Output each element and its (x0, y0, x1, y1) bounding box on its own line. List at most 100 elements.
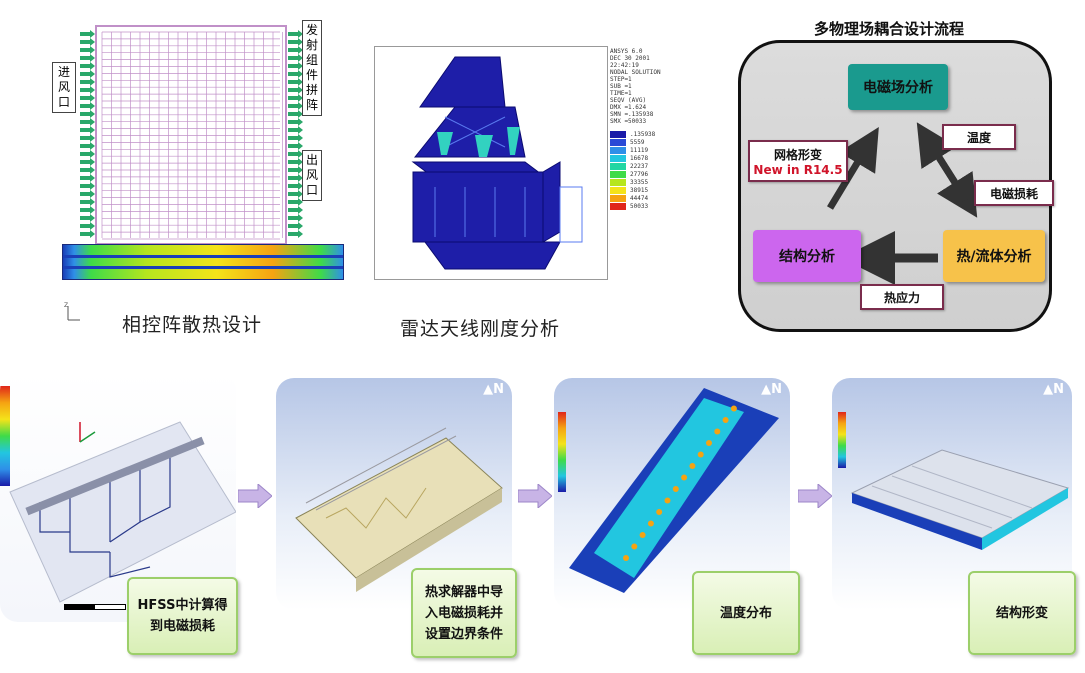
step2-line: 入电磁损耗并 (424, 605, 503, 621)
temperature-tag-label: 温度 (966, 130, 991, 145)
step4-line: 结构形变 (995, 605, 1048, 621)
ansys-legend-row: 22237 (610, 162, 670, 170)
em-analysis-node: 电磁场分析 (848, 64, 948, 110)
legend-value: 33355 (630, 178, 649, 186)
legend-swatch (610, 186, 626, 194)
legend-value: 27796 (630, 170, 649, 178)
ansys-legend-row: 50033 (610, 202, 670, 210)
thermal-contour-strip (62, 244, 344, 280)
thermal-fluid-analysis-node: 热/流体分析 (943, 230, 1045, 282)
legend-value: .135938 (630, 130, 656, 138)
axis-triad-icon: Z (64, 302, 84, 326)
radar-stiffness-caption: 雷达天线刚度分析 (400, 318, 561, 340)
deformation-legend (838, 412, 846, 468)
hfss-model-drawing (9, 421, 236, 603)
ansys-stiffness-figure (374, 46, 608, 280)
legend-swatch (610, 170, 626, 178)
array-char: 阵 (305, 98, 318, 112)
ansys-header-line: DMX =1.624 (610, 104, 647, 111)
mesh-deformation-tag: 网格形变 New in R14.5 (748, 140, 848, 182)
array-label: 发 射 组 件 拼 阵 (302, 20, 322, 116)
antenna-structure-drawing (411, 56, 583, 270)
inlet-label: 进 风 口 (52, 62, 76, 113)
ansys-legend-row: 27796 (610, 170, 670, 178)
legend-value: 50033 (630, 202, 649, 210)
outlet-char: 口 (305, 183, 318, 197)
legend-swatch (610, 138, 626, 146)
legend-swatch (610, 154, 626, 162)
ansys-header-line: SEQV (AVG) (610, 97, 647, 104)
deformation-model-drawing (850, 449, 1070, 550)
array-char: 拼 (305, 83, 318, 97)
inlet-char: 口 (57, 95, 70, 109)
legend-swatch (610, 202, 626, 210)
ansys-logo: ▲N (483, 382, 504, 397)
new-release-label: New in R14.5 (753, 162, 843, 177)
array-char: 射 (305, 38, 318, 52)
inlet-char: 进 (57, 65, 70, 79)
process-arrow-icon (798, 484, 832, 508)
legend-value: 16678 (630, 154, 649, 162)
svg-text:Z: Z (64, 302, 68, 309)
temperature-tag: 温度 (942, 124, 1016, 150)
ansys-legend-row: 44474 (610, 194, 670, 202)
legend-value: 22237 (630, 162, 649, 170)
step2-line: 设置边界条件 (424, 626, 503, 642)
step3-line: 温度分布 (719, 605, 772, 621)
ansys-header-line: STEP=1 (610, 76, 632, 83)
step1-label-box: HFSS中计算得 到电磁损耗 (127, 577, 238, 655)
thermal-stress-tag-label: 热应力 (883, 290, 920, 305)
ansys-logo: ▲N (1043, 382, 1064, 397)
temperature-model-drawing (569, 388, 779, 593)
ansys-legend-row: .135938 (610, 130, 670, 138)
array-char: 组 (305, 53, 318, 67)
ansys-header-line: 22:42:19 (610, 62, 639, 69)
thermal-model-drawing (295, 427, 503, 592)
legend-swatch (610, 194, 626, 202)
airflow-grid-drawing (80, 25, 303, 245)
ansys-legend-row: 5559 (610, 138, 670, 146)
process-arrow-icon (238, 484, 272, 508)
flow-title: 多物理场耦合设计流程 (814, 20, 965, 38)
step1-line: HFSS中计算得 (137, 598, 228, 613)
step4-label-box: 结构形变 (968, 571, 1076, 655)
ansys-header-line: ANSYS 6.0 (610, 48, 643, 55)
ansys-header-line: DEC 30 2001 (610, 55, 650, 62)
inlet-char: 风 (57, 80, 70, 94)
outlet-char: 风 (305, 168, 318, 182)
outlet-label: 出 风 口 (302, 150, 322, 201)
mesh-deformation-label: 网格形变 (773, 147, 822, 162)
thermal-stress-tag: 热应力 (860, 284, 944, 310)
ansys-legend-row: 33355 (610, 178, 670, 186)
structural-analysis-node: 结构分析 (753, 230, 861, 282)
em-loss-tag: 电磁损耗 (974, 180, 1054, 206)
process-arrow-icon (518, 484, 552, 508)
temperature-distribution-image: ▲N (554, 378, 790, 610)
legend-value: 5559 (630, 138, 645, 146)
legend-value: 44474 (630, 194, 649, 202)
outlet-char: 出 (305, 153, 318, 167)
ansys-logo: ▲N (761, 382, 782, 397)
legend-swatch (610, 178, 626, 186)
step3-label-box: 温度分布 (692, 571, 800, 655)
legend-swatch (610, 146, 626, 154)
ansys-header-line: NODAL SOLUTION (610, 69, 661, 76)
em-loss-tag-label: 电磁损耗 (989, 186, 1038, 201)
legend-value: 11119 (630, 146, 649, 154)
step2-line: 热求解器中导 (424, 584, 503, 600)
ansys-header-line: SMN =.135938 (610, 111, 654, 118)
phased-array-thermal-figure: 进 风 口 发 射 组 件 拼 阵 出 风 口 (40, 14, 350, 284)
step2-label-box: 热求解器中导 入电磁损耗并 设置边界条件 (411, 568, 517, 658)
ansys-header-line: SMX =50033 (610, 118, 647, 125)
ansys-header-line: SUB =1 (610, 83, 632, 90)
array-char: 件 (305, 68, 318, 82)
hfss-color-legend (0, 386, 10, 486)
legend-value: 38915 (630, 186, 649, 194)
array-char: 发 (305, 23, 318, 37)
ansys-header-line: TIME=1 (610, 90, 632, 97)
flow-arrows (827, 122, 978, 285)
ansys-legend-row: 38915 (610, 186, 670, 194)
ansys-legend-row: 16678 (610, 154, 670, 162)
legend-swatch (610, 162, 626, 170)
